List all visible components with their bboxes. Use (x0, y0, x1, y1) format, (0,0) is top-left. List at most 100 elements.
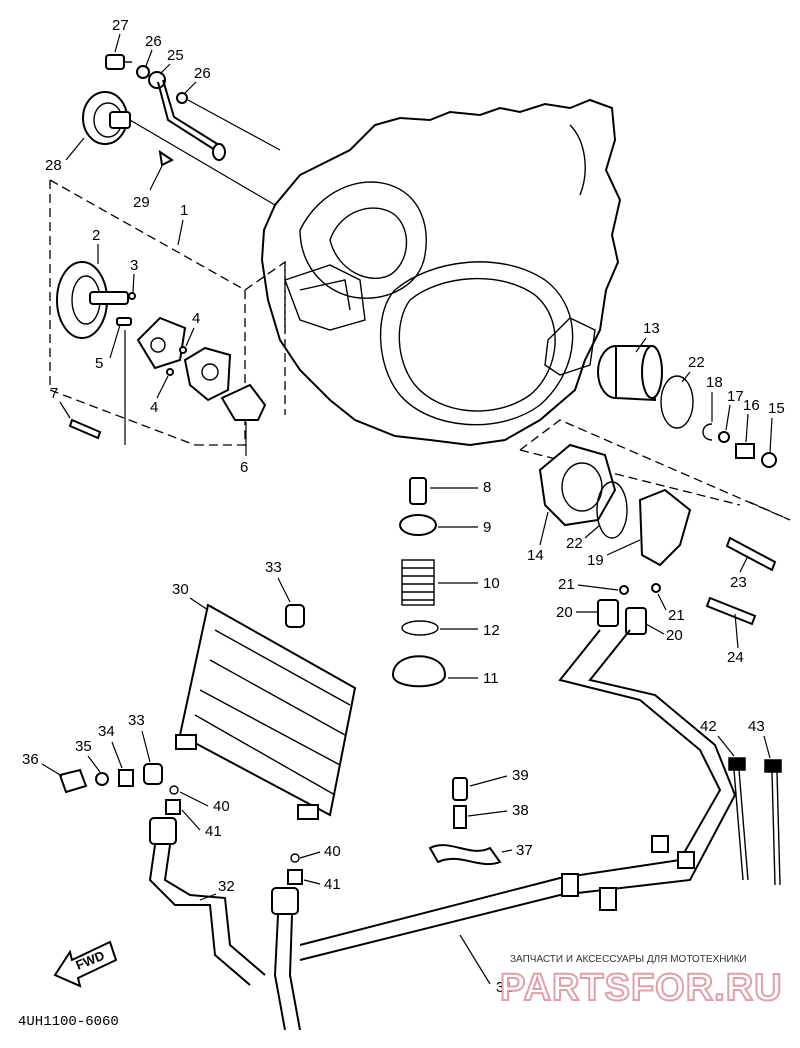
washer-21b (651, 583, 661, 593)
callout-p21a: 21 (558, 576, 575, 593)
washer-21a (619, 585, 629, 595)
collar-41b (287, 869, 303, 885)
callout-p32: 32 (218, 878, 235, 895)
elbow-19 (638, 488, 692, 567)
callout-p8: 8 (483, 479, 491, 496)
key-29 (158, 149, 174, 167)
oil-filter-13 (544, 317, 663, 402)
callout-p4a: 4 (192, 310, 200, 327)
o-ring-22b (596, 481, 628, 539)
collar-34 (118, 769, 134, 787)
watermark-logo: PARTSFOR.RU (500, 967, 783, 1009)
bracket-37 (428, 844, 502, 866)
callout-p25: 25 (167, 47, 184, 64)
oil-pump-group-outline (49, 179, 246, 446)
callout-p33b: 33 (128, 712, 145, 729)
callouts: 27 26 25 26 28 29 1 2 3 4 5 4 7 6 13 22 … (22, 17, 785, 996)
bolt-39 (452, 777, 468, 801)
cable-tie-43 (764, 759, 782, 886)
bolt-8 (409, 477, 427, 505)
washer-35 (95, 772, 109, 786)
callout-p5: 5 (95, 355, 103, 372)
callout-p40b: 40 (324, 843, 341, 860)
callout-p22b: 22 (566, 535, 583, 552)
callout-p35: 35 (75, 738, 92, 755)
gasket-6 (220, 383, 267, 421)
callout-p6: 6 (240, 459, 248, 476)
fitting-20b (625, 607, 647, 635)
cable-tie-42 (728, 757, 749, 881)
callout-p18: 18 (706, 374, 723, 391)
spring-10 (401, 559, 435, 606)
callout-p36: 36 (22, 751, 39, 768)
callout-p1: 1 (180, 202, 188, 219)
damper-33a (285, 604, 305, 628)
clip-18 (702, 423, 713, 441)
oil-delivery-pipe (105, 54, 281, 161)
pin-5 (116, 317, 132, 326)
fwd-arrow: FWD (53, 940, 118, 988)
callout-p29: 29 (133, 194, 150, 211)
callout-p4b: 4 (150, 399, 158, 416)
callout-p22a: 22 (688, 354, 705, 371)
callout-p11: 11 (483, 670, 499, 687)
callout-p19: 19 (587, 552, 604, 569)
callout-p43: 43 (748, 718, 765, 735)
bolt-23 (725, 536, 777, 572)
ball-15 (761, 452, 777, 468)
callout-p20a: 20 (556, 604, 573, 621)
callout-p3: 3 (130, 257, 138, 274)
watermark-tagline: ЗАПЧАСТИ И АКСЕССУАРЫ ДЛЯ МОТОТЕХНИКИ (510, 954, 747, 965)
callout-p26b: 26 (194, 65, 211, 82)
callout-p2: 2 (92, 227, 100, 244)
diagram-code: 4UH1100-6060 (18, 1014, 119, 1030)
callout-p24: 24 (727, 649, 744, 666)
callout-p13: 13 (643, 320, 660, 337)
callout-p21b: 21 (668, 607, 685, 624)
spring-16 (735, 443, 755, 459)
bolt-24 (705, 596, 757, 626)
callout-p41b: 41 (324, 876, 341, 893)
damper-33b (143, 763, 163, 785)
fitting-20a (597, 599, 619, 627)
collar-38 (453, 805, 467, 829)
drive-gear-28 (82, 91, 276, 206)
o-ring-40b (290, 853, 300, 863)
oil-pump-group-link (244, 260, 286, 415)
plug-11 (391, 655, 447, 688)
filter-cover-group-outline (519, 419, 791, 521)
filter-cover-14 (538, 443, 617, 527)
callout-p40a: 40 (213, 798, 230, 815)
callout-p27: 27 (112, 17, 129, 34)
callout-p34: 34 (98, 723, 115, 740)
callout-p16: 16 (743, 397, 760, 414)
pump-gear-2 (56, 261, 136, 339)
callout-p28: 28 (45, 157, 62, 174)
callout-p39: 39 (512, 767, 529, 784)
crankcase-cover (260, 98, 622, 447)
oil-cooler-30 (175, 603, 357, 820)
callout-p7: 7 (50, 385, 58, 402)
callout-p9: 9 (483, 519, 491, 536)
o-ring-40a (169, 785, 179, 795)
callout-p30: 30 (172, 581, 189, 598)
callout-p42: 42 (700, 718, 717, 735)
callout-p10: 10 (483, 575, 500, 592)
callout-p15: 15 (768, 400, 785, 417)
o-ring-12 (401, 620, 439, 636)
callout-p37: 37 (516, 842, 533, 859)
oil-pump-body (136, 316, 232, 402)
callout-p26a: 26 (145, 33, 162, 50)
bolt-7 (68, 418, 102, 440)
callout-p38: 38 (512, 802, 529, 819)
o-ring-22 (660, 375, 694, 429)
callout-p14: 14 (527, 547, 544, 564)
bolt-36 (58, 768, 88, 794)
oil-hose-32 (148, 817, 266, 986)
callout-p20b: 20 (666, 627, 683, 644)
callout-p31: 31 (496, 979, 513, 996)
callout-p33a: 33 (265, 559, 282, 576)
oil-hose-31 (271, 629, 737, 1031)
